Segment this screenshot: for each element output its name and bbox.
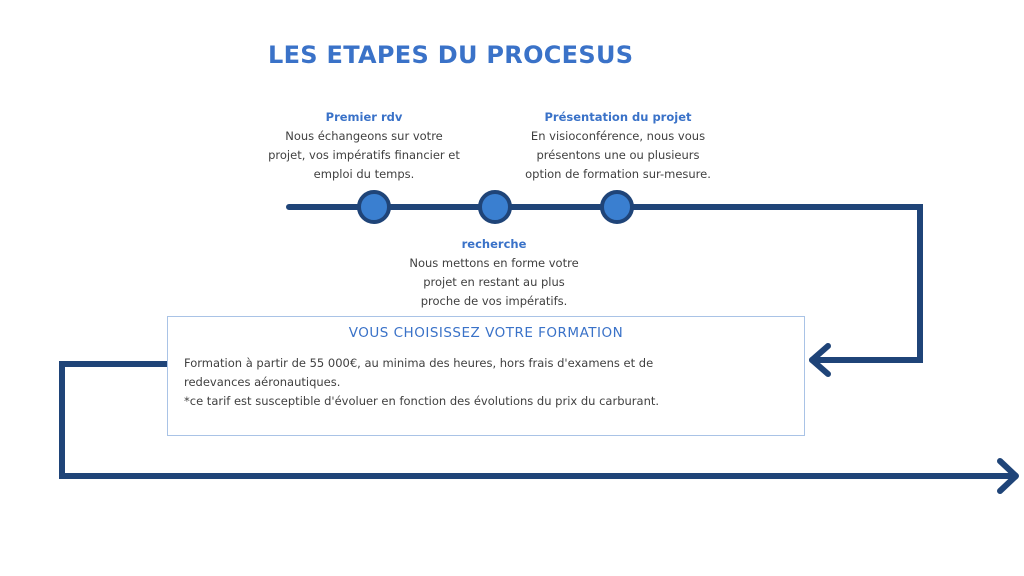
exit-line [59, 361, 1016, 479]
step-text-line: projet, vos impératifs financier et [268, 148, 460, 162]
step-presentation-projet: Présentation du projet En visioconférenc… [498, 108, 738, 184]
formation-text-line: *ce tarif est susceptible d'évoluer en f… [184, 394, 660, 408]
formation-title: VOUS CHOISISSEZ VOTRE FORMATION [348, 325, 624, 341]
step-title: Premier rdv [325, 110, 403, 124]
page-title: LES ETAPES DU PROCESUS [268, 41, 634, 69]
formation-box: VOUS CHOISISSEZ VOTRE FORMATION Formatio… [167, 316, 805, 436]
step-premier-rdv: Premier rdv Nous échangeons sur votre pr… [244, 108, 484, 184]
formation-text: Formation à partir de 55 000€, au minima… [184, 354, 794, 411]
step-text-line: En visioconférence, nous vous [530, 129, 706, 143]
timeline-node-1 [357, 190, 391, 224]
timeline-node-3 [600, 190, 634, 224]
step-text-line: Nous échangeons sur votre [285, 129, 443, 143]
step-text-line: option de formation sur-mesure. [525, 167, 711, 181]
exit-arrow-icon [997, 458, 1019, 494]
step-recherche: recherche Nous mettons en forme votre pr… [374, 235, 614, 311]
step-title: Présentation du projet [544, 110, 692, 124]
step-text-line: présentons une ou plusieurs [536, 148, 700, 162]
timeline-node-2 [478, 190, 512, 224]
formation-text-line: Formation à partir de 55 000€, au minima… [184, 356, 654, 370]
step-text-line: proche de vos impératifs. [420, 294, 568, 308]
formation-text-line: redevances aéronautiques. [184, 375, 341, 389]
step-text-line: Nous mettons en forme votre [409, 256, 579, 270]
step-text-line: emploi du temps. [313, 167, 415, 181]
step-title: recherche [461, 237, 527, 251]
arrow-to-box-icon [809, 343, 831, 377]
step-text-line: projet en restant au plus [423, 275, 565, 289]
